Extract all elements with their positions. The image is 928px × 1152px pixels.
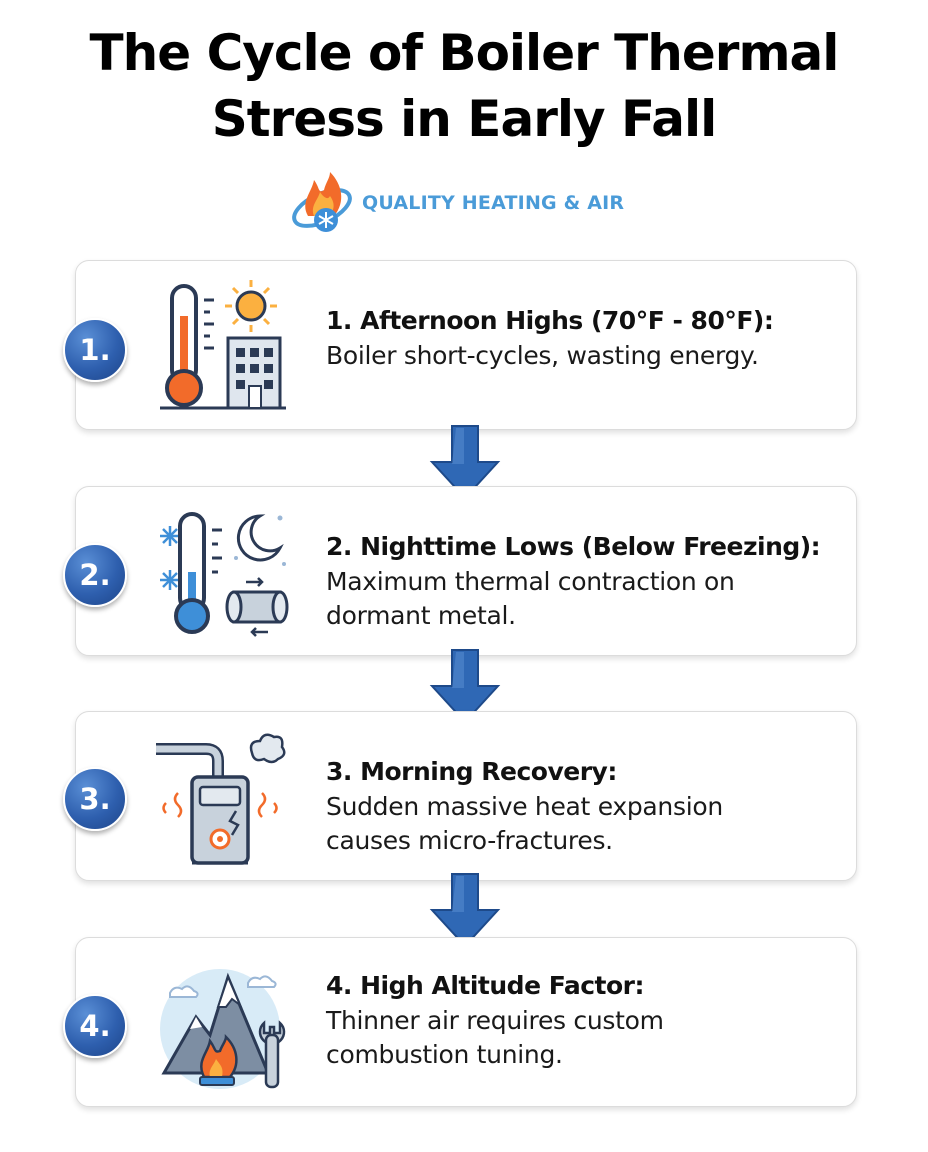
flame-snowflake-logo-icon <box>292 172 352 232</box>
mountain-flame-wrench-icon <box>160 969 286 1089</box>
step-description: Thinner air requires custom combustion t… <box>326 1004 851 1072</box>
step-description: Sudden massive heat expansion causes mic… <box>326 790 851 858</box>
step-text-3: 3. Morning Recovery: Sudden massive heat… <box>326 756 851 858</box>
step-heading: 1. Afternoon Highs (70°F - 80°F): <box>326 306 774 335</box>
step-number-badge-4: 4. <box>63 994 127 1058</box>
page-title: The Cycle of Boiler Thermal Stress in Ea… <box>0 20 928 152</box>
step-description: Maximum thermal contraction on dormant m… <box>326 565 851 633</box>
step-number-badge-1: 1. <box>63 318 127 382</box>
step-text-2: 2. Nighttime Lows (Below Freezing): Maxi… <box>326 531 851 633</box>
step-card-3: 3. Morning Recovery: Sudden massive heat… <box>75 711 857 881</box>
title-line-1: The Cycle of Boiler Thermal <box>89 24 840 82</box>
step-card-2: 2. Nighttime Lows (Below Freezing): Maxi… <box>75 486 857 656</box>
step-text-1: 1. Afternoon Highs (70°F - 80°F): Boiler… <box>326 305 851 373</box>
step-description: Boiler short-cycles, wasting energy. <box>326 341 759 370</box>
step-description-line: Thinner air requires custom <box>326 1006 664 1035</box>
cracked-boiler-icon <box>156 733 286 865</box>
arrow-down-icon <box>429 649 501 724</box>
thermometer-sun-building-icon <box>160 280 286 410</box>
title-line-2: Stress in Early Fall <box>211 90 718 148</box>
step-heading: 2. Nighttime Lows (Below Freezing): <box>326 532 821 561</box>
step-description-line: combustion tuning. <box>326 1040 563 1069</box>
step-description-line: dormant metal. <box>326 601 516 630</box>
step-heading: 3. Morning Recovery: <box>326 757 617 786</box>
step-text-4: 4. High Altitude Factor: Thinner air req… <box>326 970 851 1072</box>
step-card-4: 4. High Altitude Factor: Thinner air req… <box>75 937 857 1107</box>
step-description-line: Sudden massive heat expansion <box>326 792 723 821</box>
brand-logo: QUALITY HEATING & AIR <box>286 168 624 238</box>
step-description-line: causes micro-fractures. <box>326 826 613 855</box>
step-heading: 4. High Altitude Factor: <box>326 971 644 1000</box>
step-card-1: 1. Afternoon Highs (70°F - 80°F): Boiler… <box>75 260 857 430</box>
step-description-line: Maximum thermal contraction on <box>326 567 735 596</box>
arrow-down-icon <box>429 873 501 948</box>
arrow-down-icon <box>429 425 501 500</box>
step-number-badge-3: 3. <box>63 767 127 831</box>
step-number-badge-2: 2. <box>63 543 127 607</box>
brand-name: QUALITY HEATING & AIR <box>362 192 625 214</box>
thermometer-moon-pipe-icon <box>160 512 289 637</box>
